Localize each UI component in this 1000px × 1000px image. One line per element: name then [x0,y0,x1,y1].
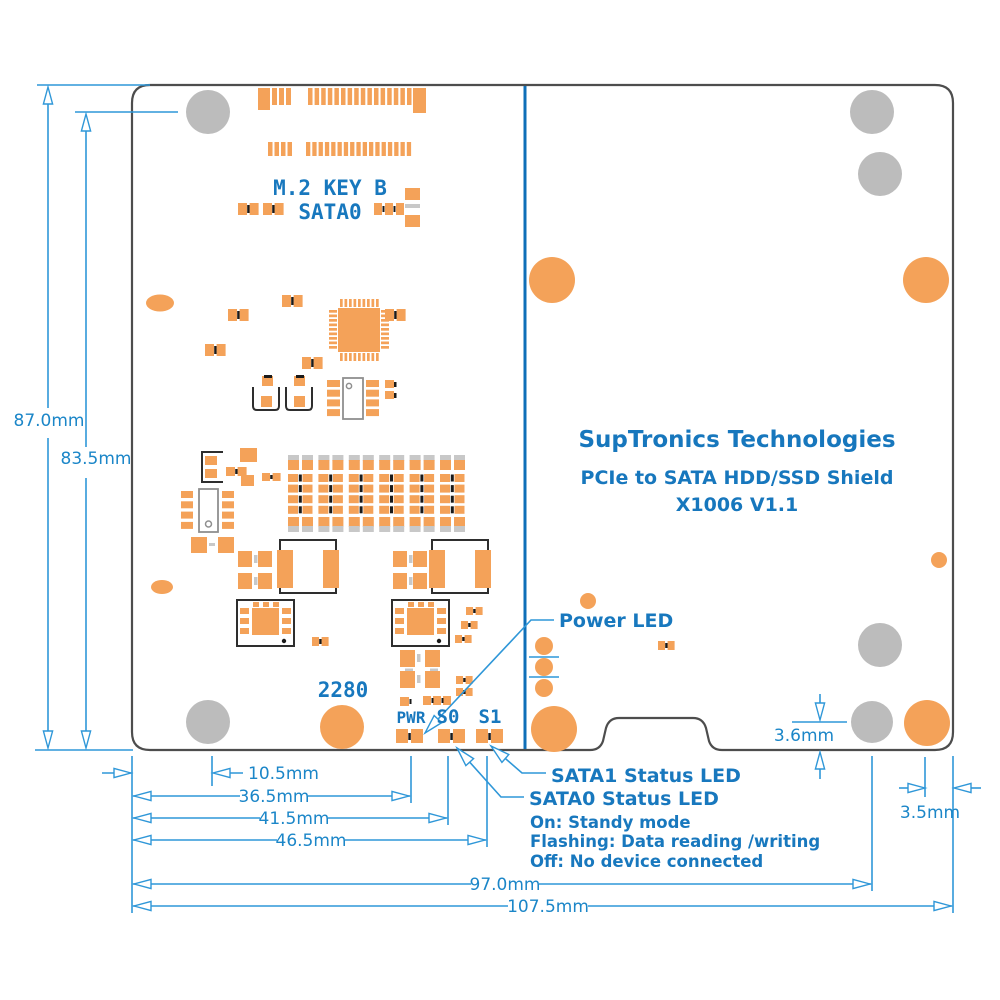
through-hole [903,257,949,303]
qfn-ic-outline [236,599,295,647]
soic-ic-body [342,377,364,420]
via-hole [535,637,553,655]
mounting-hole [186,90,230,134]
sata0-led-callout: SATA0 Status LED [529,788,719,810]
through-hole [320,705,364,749]
via-hole [931,552,947,568]
dim-edge-to-sata1-led: 46.5mm [276,831,347,851]
mounting-hole [851,701,893,743]
qfp-ic [329,299,389,361]
led-state-on: On: Standy mode [530,813,691,832]
m2-edge-connector-pads [258,88,426,156]
silkscreen-connector-label: M.2 KEY B [273,176,387,200]
through-holes [146,257,950,752]
dim-hole-to-right-edge: 3.5mm [900,803,960,823]
via-hole [535,658,553,676]
transformer-qfn-pads [240,550,491,644]
soic-ic-body [198,488,219,533]
soic-pads [181,380,397,553]
pin1-mark [345,382,353,390]
passive-component-pads [205,295,675,706]
power-led-callout: Power LED [559,610,673,632]
capacitor-bracket [201,451,223,483]
mounting-hole [858,623,902,667]
component-outlines [198,377,489,647]
silkscreen-port-label: SATA0 [298,200,361,224]
dimension-text-backgrounds [240,786,588,916]
silkscreen-s1-label: S1 [479,706,502,728]
dim-edge-to-hole: 10.5mm [248,764,319,784]
pin1-mark [204,520,213,528]
capacitor-pad-clusters [238,551,440,688]
led-state-off: Off: No device connected [530,852,763,871]
resistor-array-pads [288,455,465,532]
dim-edge-to-sata0-led: 41.5mm [259,809,330,829]
through-hole [529,257,575,303]
via-hole [535,679,553,697]
capacitor-bracket [285,387,313,411]
silkscreen-s0-label: S0 [437,706,460,728]
mounting-hole [186,700,230,744]
qfn-ic-outline [391,599,450,647]
dim-hole-to-bottom: 83.5mm [61,449,132,469]
product-title: PCIe to SATA HDD/SSD Shield [581,467,894,489]
sata1-led-callout: SATA1 Status LED [551,765,741,787]
dim-hole-to-bottom-edge: 3.6mm [774,726,834,746]
through-hole [531,706,577,752]
silkscreen-form-factor: 2280 [318,678,369,702]
via-hole [580,593,596,609]
dimension-arrows [42,84,972,912]
dim-board-width: 107.5mm [507,897,589,917]
oval-pad [146,294,174,312]
silkscreen-area-pads [238,188,420,227]
dim-hole-span: 97.0mm [470,875,541,895]
mounting-hole [858,152,902,196]
capacitor-bracket [252,387,280,411]
brand-title: SupTronics Technologies [578,427,895,453]
dimension-extension-lines [35,84,981,913]
status-led-pads [396,729,503,743]
mounting-holes [186,90,902,744]
dim-edge-to-pwr-led: 36.5mm [239,787,310,807]
product-version: X1006 V1.1 [676,494,799,516]
mounting-hole [850,90,894,134]
dim-board-height: 87.0mm [14,411,85,431]
led-state-flashing: Flashing: Data reading /writing [530,832,820,851]
through-hole [904,700,950,746]
oval-pad [151,580,173,594]
via-tick-marks [529,656,559,678]
silkscreen-pwr-label: PWR [397,708,426,727]
